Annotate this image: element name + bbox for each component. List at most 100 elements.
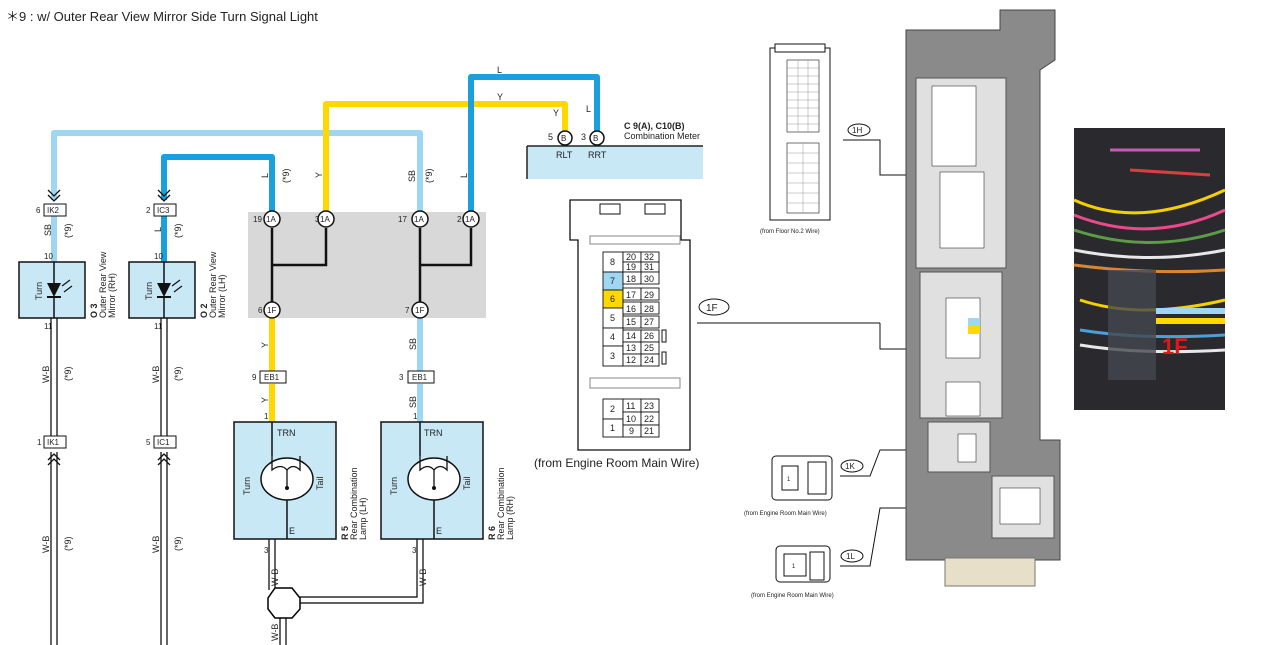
- svg-text:O 3: O 3: [89, 303, 99, 318]
- svg-text:TRN: TRN: [277, 428, 296, 438]
- junction-lines: [270, 228, 473, 302]
- svg-text:7: 7: [405, 306, 410, 315]
- lamp-lh: TRN E Turn Tail R 5 Rear Combination Lam…: [233, 421, 368, 540]
- svg-text:18: 18: [626, 274, 636, 284]
- svg-text:(*9): (*9): [173, 366, 183, 381]
- connector-1k: 1: [771, 455, 833, 501]
- svg-text:17: 17: [626, 290, 636, 300]
- svg-text:(*9): (*9): [63, 366, 73, 381]
- svg-text:Y: Y: [497, 92, 503, 102]
- svg-text:16: 16: [626, 304, 636, 314]
- svg-text:R 6: R 6: [487, 526, 497, 540]
- svg-text:(*9): (*9): [63, 223, 73, 238]
- conn-eb1-rh: EB1: [412, 373, 428, 382]
- lamp-rh: TRN E Turn Tail R 6 Rear Combination Lam…: [380, 421, 515, 540]
- svg-text:13: 13: [626, 343, 636, 353]
- svg-text:1: 1: [37, 438, 42, 447]
- svg-text:21: 21: [644, 426, 654, 436]
- chevrons: [47, 189, 171, 466]
- wire-labels: L Y Y L L (*9) Y SB (*9) L SB (*9) L (*9…: [41, 65, 591, 641]
- svg-text:(*9): (*9): [281, 168, 291, 183]
- svg-text:Lamp (RH): Lamp (RH): [505, 496, 515, 540]
- svg-text:W-B: W-B: [270, 624, 280, 641]
- svg-text:Lamp (LH): Lamp (LH): [358, 497, 368, 540]
- svg-text:SB: SB: [408, 338, 418, 350]
- conn-eb1-lh: EB1: [264, 373, 280, 382]
- callout-1h: 1H: [843, 123, 925, 176]
- svg-text:Outer Rear View: Outer Rear View: [208, 251, 218, 318]
- svg-text:3: 3: [399, 373, 404, 382]
- svg-text:31: 31: [644, 262, 654, 272]
- callout-1f: 1F: [697, 298, 925, 350]
- svg-text:1: 1: [610, 423, 615, 433]
- svg-text:1A: 1A: [414, 215, 424, 224]
- svg-text:W-B: W-B: [151, 366, 161, 383]
- svg-text:L: L: [260, 173, 270, 178]
- svg-text:W-B: W-B: [41, 366, 51, 383]
- svg-text:10: 10: [154, 252, 163, 261]
- svg-text:28: 28: [644, 304, 654, 314]
- svg-text:1L: 1L: [846, 552, 855, 561]
- svg-text:W-B: W-B: [270, 569, 280, 586]
- svg-text:2: 2: [610, 404, 615, 414]
- meter-rlt: RLT: [556, 150, 573, 160]
- svg-text:1: 1: [792, 564, 796, 570]
- connector-1f: 8 7 6 5 4 3 2 1 20 32 19 31 18 30 17 29 …: [569, 199, 691, 451]
- svg-text:1: 1: [413, 412, 418, 421]
- svg-text:(*9): (*9): [173, 223, 183, 238]
- connector-1h-caption: (from Floor No.2 Wire): [760, 229, 820, 235]
- svg-text:Mirror (LH): Mirror (LH): [217, 275, 227, 319]
- svg-text:5: 5: [146, 438, 151, 447]
- svg-text:1A: 1A: [320, 215, 330, 224]
- svg-text:Y: Y: [553, 108, 559, 118]
- svg-text:22: 22: [644, 414, 654, 424]
- svg-text:10: 10: [44, 252, 53, 261]
- svg-text:1: 1: [264, 412, 269, 421]
- svg-text:27: 27: [644, 317, 654, 327]
- meter-pin5: 5: [548, 132, 553, 142]
- svg-text:32: 32: [644, 252, 654, 262]
- svg-text:9: 9: [252, 373, 257, 382]
- svg-text:SB: SB: [408, 396, 418, 408]
- meter-rrt: RRT: [588, 150, 607, 160]
- svg-text:SB: SB: [43, 224, 53, 236]
- svg-text:(*9): (*9): [173, 536, 183, 551]
- svg-text:E: E: [436, 526, 442, 536]
- meter-pin3: 3: [581, 132, 586, 142]
- svg-text:Tail: Tail: [462, 476, 472, 490]
- ground-wires: [50, 318, 424, 645]
- connector-1h: [769, 43, 831, 221]
- svg-text:12: 12: [626, 355, 636, 365]
- svg-text:1F: 1F: [706, 303, 718, 314]
- svg-text:11: 11: [44, 322, 53, 331]
- harness-photo: 1F: [1073, 128, 1226, 410]
- conn-ic3: IC3: [157, 206, 170, 215]
- svg-text:L: L: [586, 104, 591, 114]
- connector-1k-caption: (from Engine Room Main Wire): [744, 511, 827, 517]
- svg-text:1K: 1K: [845, 462, 855, 471]
- svg-text:2: 2: [457, 215, 462, 224]
- meter-name: C 9(A), C10(B): [624, 121, 685, 131]
- svg-text:Y: Y: [314, 172, 324, 178]
- mirror-rh: Turn O 3 Outer Rear View Mirror (RH): [18, 251, 117, 319]
- svg-text:7: 7: [610, 276, 615, 286]
- svg-text:1F: 1F: [415, 306, 424, 315]
- wires: [51, 74, 600, 422]
- callout-1k: 1K: [840, 449, 930, 477]
- svg-text:1A: 1A: [465, 215, 475, 224]
- svg-text:TRN: TRN: [424, 428, 443, 438]
- svg-text:W-B: W-B: [41, 536, 51, 553]
- svg-text:9: 9: [629, 426, 634, 436]
- svg-text:6: 6: [36, 206, 41, 215]
- svg-text:Tail: Tail: [315, 476, 325, 490]
- svg-text:15: 15: [626, 317, 636, 327]
- meter-desc: Combination Meter: [624, 131, 700, 141]
- svg-text:14: 14: [626, 331, 636, 341]
- svg-text:W-B: W-B: [418, 569, 428, 586]
- svg-text:11: 11: [626, 401, 635, 411]
- svg-text:B: B: [593, 134, 598, 143]
- svg-text:L: L: [459, 173, 469, 178]
- svg-text:11: 11: [154, 322, 163, 331]
- svg-text:O 2: O 2: [199, 303, 209, 318]
- svg-text:Turn: Turn: [389, 477, 399, 495]
